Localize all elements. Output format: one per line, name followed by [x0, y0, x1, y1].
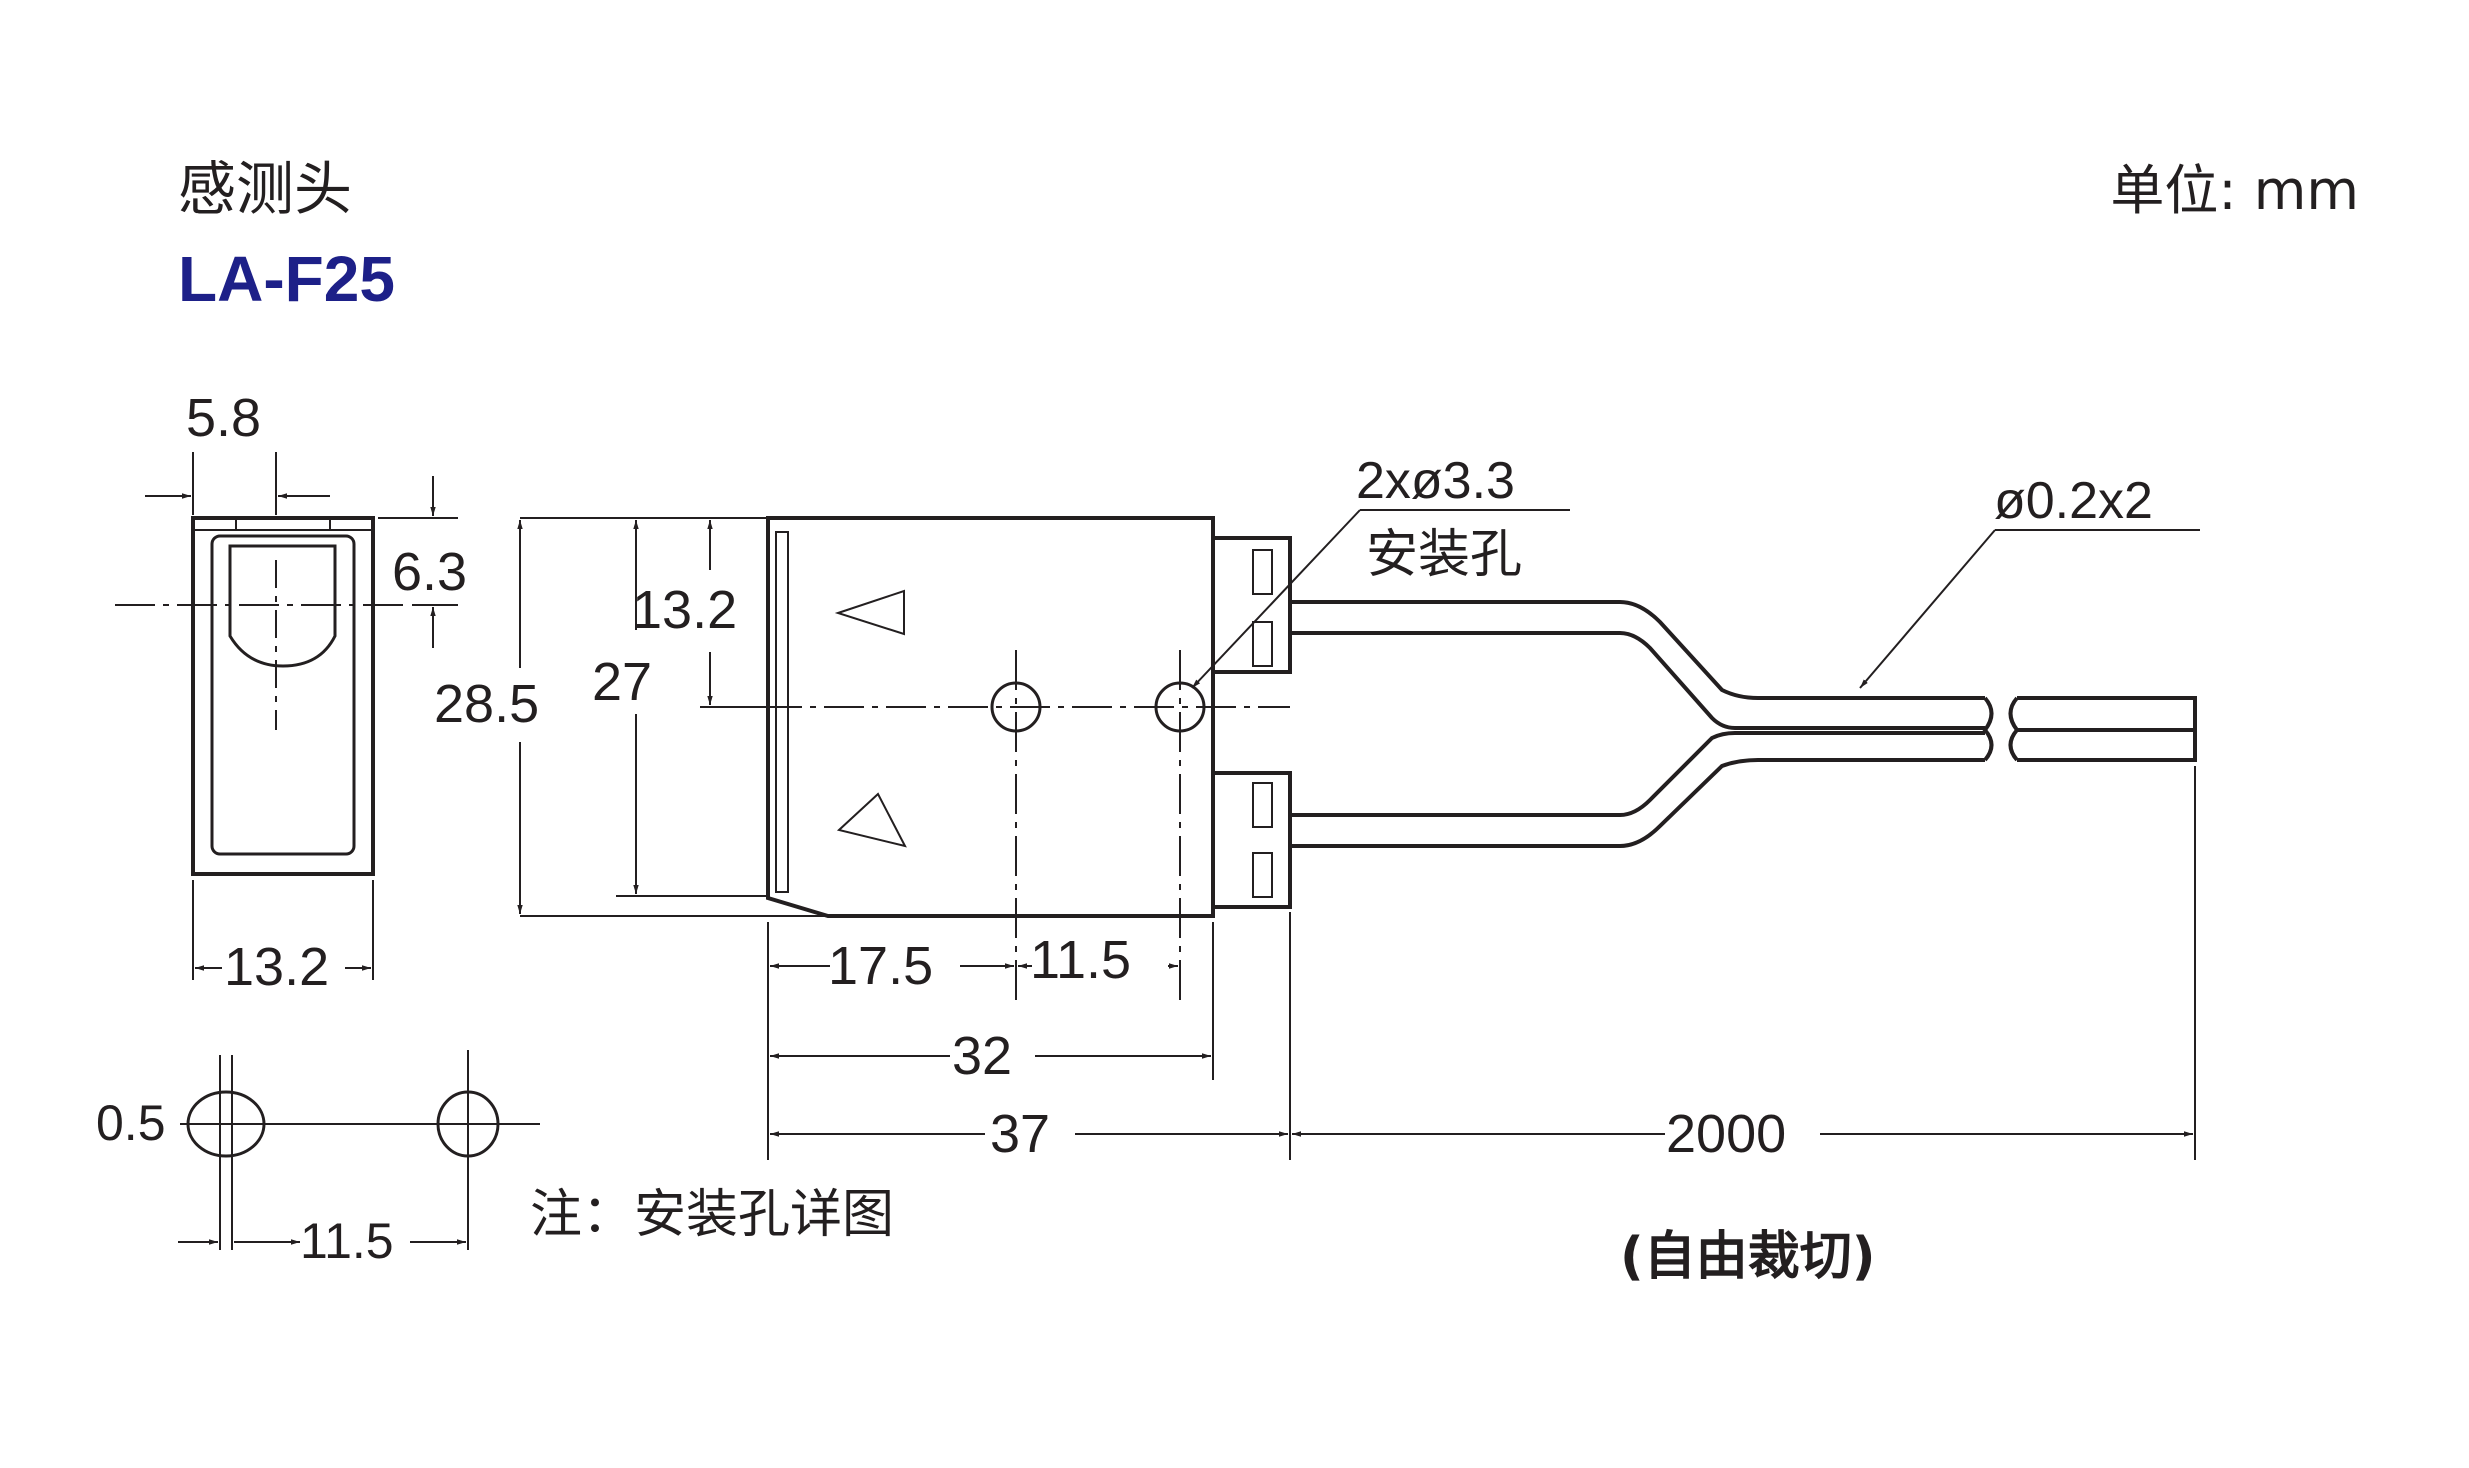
side-view	[115, 452, 458, 980]
dim-6-3: 6.3	[392, 542, 467, 602]
hole-detail	[178, 1050, 540, 1250]
side-lens	[228, 544, 337, 668]
hole-label-spec: 2xø3.3	[1356, 452, 1515, 510]
dim-27: 27	[592, 652, 652, 712]
receiver-triangle	[836, 792, 907, 848]
cable-upper	[1290, 600, 1985, 700]
hole-label-name: 安装孔	[1366, 525, 1522, 585]
drawing-title: 感测头	[178, 155, 353, 223]
dim-11-5-front: 11.5	[1030, 930, 1131, 990]
dim-0-5: 0.5	[96, 1095, 166, 1151]
detail-note: 注：安装孔详图	[530, 1185, 894, 1245]
front-body	[766, 516, 1215, 918]
dim-5-8: 5.8	[186, 388, 261, 448]
dim-13-2-side: 13.2	[224, 937, 329, 997]
emitter-triangle	[834, 589, 905, 636]
dim-28-5: 28.5	[434, 674, 539, 734]
cable-tab-lower	[1211, 771, 1292, 909]
dim-32: 32	[952, 1026, 1012, 1086]
dim-2000: 2000	[1666, 1104, 1786, 1164]
cable-spec-label: ø0.2x2	[1994, 472, 2153, 530]
side-window	[210, 534, 356, 856]
dim-37: 37	[990, 1104, 1050, 1164]
cable-tab-upper	[1211, 536, 1292, 674]
side-body	[191, 516, 375, 876]
dim-13-2-front: 13.2	[632, 580, 737, 640]
unit-label: 单位: mm	[2110, 159, 2359, 222]
front-view	[517, 509, 2200, 1160]
free-cut-note: (自由裁切)	[1620, 1227, 1876, 1287]
cable-lower	[1290, 731, 1985, 817]
dim-17-5: 17.5	[828, 936, 933, 996]
model-number: LA-F25	[178, 243, 395, 315]
dim-11-5-detail: 11.5	[300, 1213, 394, 1269]
